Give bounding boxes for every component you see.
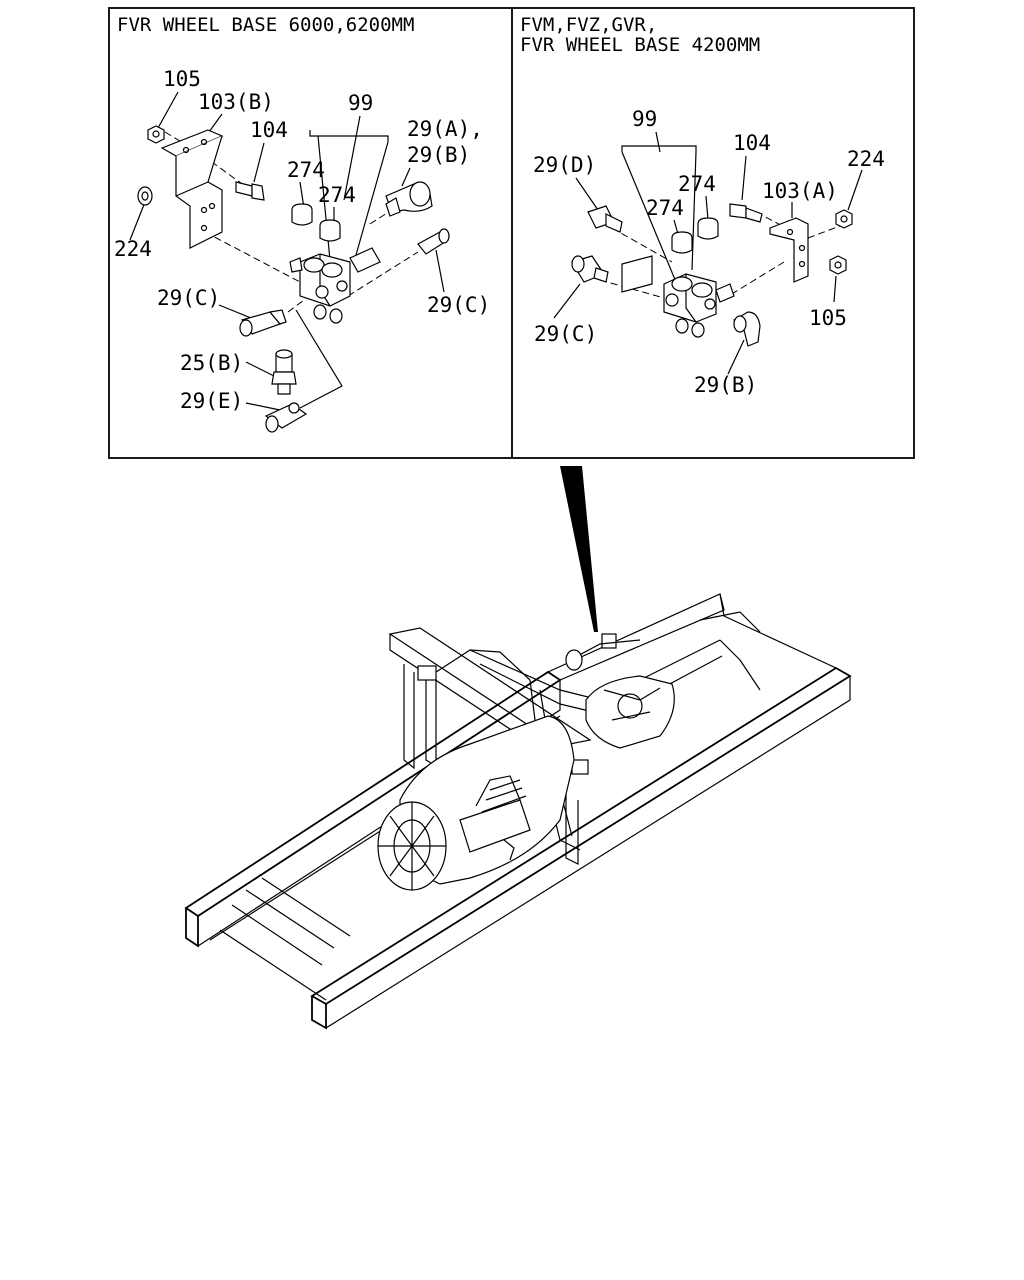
label-104: 104: [250, 118, 288, 142]
pointer-arrow: [560, 466, 598, 632]
label-103a: 103(A): [762, 179, 838, 203]
label-274-a-right: 274: [678, 172, 716, 196]
right-panel: FVM,FVZ,GVR, FVR WHEEL BASE 4200MM 99 10…: [520, 14, 885, 397]
label-29ab-line1: 29(A),: [407, 117, 483, 141]
label-29c-right: 29(C): [427, 293, 490, 317]
label-29e: 29(E): [180, 389, 243, 413]
label-274-a: 274: [287, 158, 325, 182]
label-274-b-right: 274: [646, 196, 684, 220]
label-224-right: 224: [847, 147, 885, 171]
label-103b: 103(B): [198, 90, 274, 114]
label-99: 99: [348, 91, 373, 115]
label-29d: 29(D): [533, 153, 596, 177]
label-99-right: 99: [632, 107, 657, 131]
label-29c-left: 29(C): [157, 286, 220, 310]
label-29c-right-panel: 29(C): [534, 322, 597, 346]
right-panel-title-line2: FVR WHEEL BASE 4200MM: [520, 34, 760, 56]
label-224: 224: [114, 237, 152, 261]
label-104-right: 104: [733, 131, 771, 155]
chassis-illustration: [184, 593, 852, 1030]
label-29b-right-panel: 29(B): [694, 373, 757, 397]
label-105-right: 105: [809, 306, 847, 330]
label-25b: 25(B): [180, 351, 243, 375]
left-panel-title: FVR WHEEL BASE 6000,6200MM: [117, 14, 414, 36]
label-105: 105: [163, 67, 201, 91]
left-panel: FVR WHEEL BASE 6000,6200MM 105 103(B) 10…: [114, 14, 490, 433]
label-29ab-line2: 29(B): [407, 143, 470, 167]
right-panel-title-line1: FVM,FVZ,GVR,: [520, 14, 657, 36]
